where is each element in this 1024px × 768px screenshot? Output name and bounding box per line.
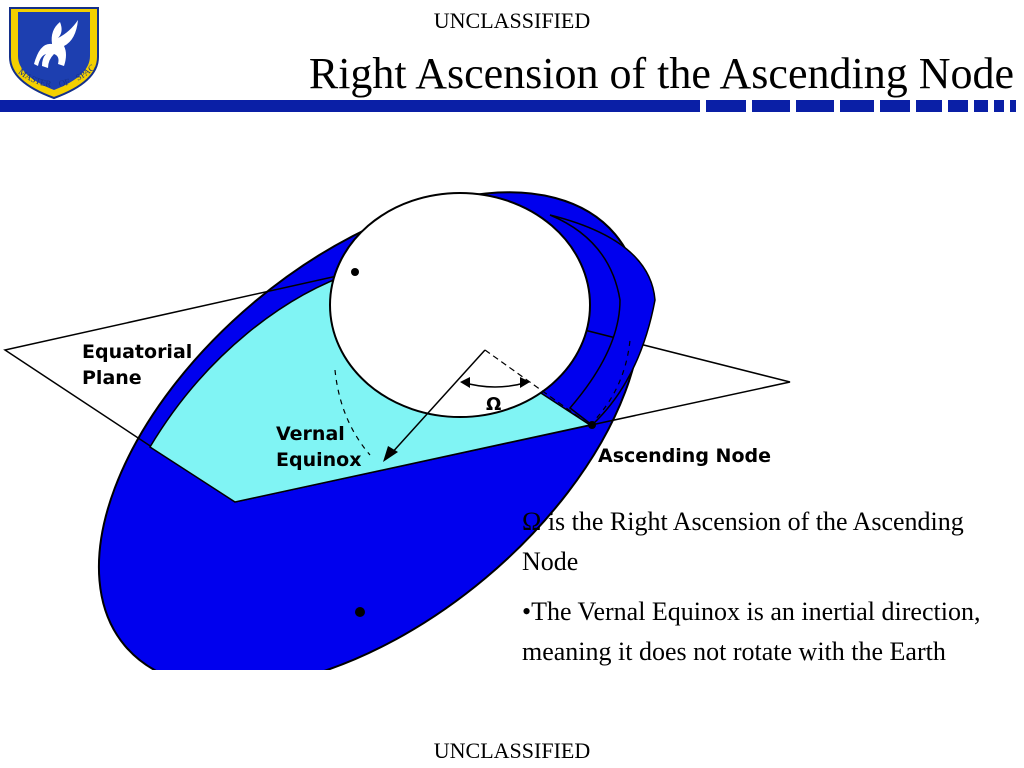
satellite-dot [355, 607, 365, 617]
omega-arrow-left [460, 377, 470, 388]
equatorial-label-1: Equatorial [82, 341, 192, 363]
slide-title: Right Ascension of the Ascending Node [308, 49, 1014, 98]
node-line [484, 349, 591, 426]
vernal-label-2: Equinox [276, 449, 361, 471]
pegasus-shield-icon [9, 7, 99, 100]
title-rule [0, 100, 1016, 112]
emblem: MASTER OF SPACE [4, 2, 99, 100]
classification-bottom: UNCLASSIFIED [433, 738, 591, 763]
ascending-node-label: Ascending Node [598, 445, 771, 467]
orbit-diagram: Equatorial Plane Vernal Equinox Ascendin… [3, 191, 791, 670]
body-text: Ω is the Right Ascension of the Ascendin… [522, 502, 1022, 682]
equatorial-label-2: Plane [82, 367, 142, 389]
vernal-direction-line [389, 349, 486, 456]
vernal-label-1: Vernal [276, 423, 345, 445]
hidden-orbit-dashed [334, 369, 371, 456]
paragraph-omega-definition: Ω is the Right Ascension of the Ascendin… [522, 507, 964, 576]
descending-node-dot [351, 268, 359, 276]
ascending-node-dot [588, 421, 596, 429]
omega-arrow-right [520, 377, 530, 388]
classification-top: UNCLASSIFIED [433, 8, 591, 33]
vernal-arrow-head [383, 446, 398, 462]
paragraph-vernal-equinox: •The Vernal Equinox is an inertial direc… [522, 597, 981, 666]
omega-label: Ω [486, 394, 501, 415]
earth-sphere [329, 192, 591, 418]
